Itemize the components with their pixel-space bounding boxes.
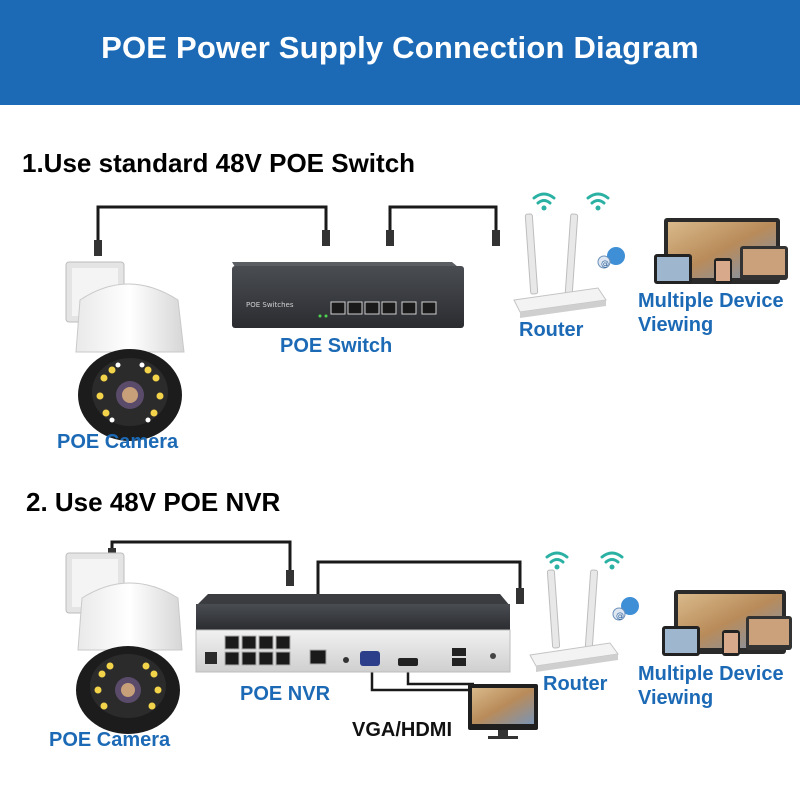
viewing-devices-2 — [662, 590, 792, 656]
poe-camera-1 — [65, 261, 185, 441]
viewing-label-2-line2: Viewing — [638, 687, 714, 709]
router-label-1: Router — [519, 319, 584, 341]
router-2 — [529, 569, 619, 672]
vga-hdmi-label: VGA/HDMI — [352, 719, 452, 741]
viewing-label-1-line2: Viewing — [638, 314, 714, 336]
internet-globe-icon: @ — [612, 597, 639, 621]
viewing-label-2: Multiple Device Viewing — [638, 662, 784, 710]
cable-plug — [94, 240, 102, 256]
poe-switch: POE Switches — [232, 262, 464, 328]
internet-globe-icon: @ — [597, 247, 625, 269]
viewing-label-2-line1: Multiple Device — [638, 663, 784, 685]
poe-camera-label-1: POE Camera — [57, 431, 179, 453]
cable-camera-to-nvr — [110, 540, 292, 578]
wifi-icon — [545, 551, 624, 564]
svg-text:@: @ — [616, 611, 624, 620]
cable-nvr-to-monitor — [370, 668, 474, 692]
section1-title: 1.Use standard 48V POE Switch — [22, 148, 416, 178]
poe-switch-label: POE Switch — [280, 335, 393, 357]
router-1 — [513, 213, 607, 318]
section2-title: 2. Use 48V POE NVR — [26, 487, 281, 517]
page-title: POE Power Supply Connection Diagram — [101, 30, 699, 65]
cable-plug — [492, 230, 500, 246]
cable-switch-to-router — [388, 205, 498, 240]
wifi-icon — [532, 192, 610, 205]
header-banner: POE Power Supply Connection Diagram — [0, 0, 800, 105]
viewing-devices-1 — [654, 218, 788, 284]
poe-nvr-label: POE NVR — [240, 683, 331, 705]
router-label-2: Router — [543, 673, 608, 695]
cable-plug — [322, 230, 330, 246]
svg-text:@: @ — [601, 259, 609, 268]
switch-brand-text: POE Switches — [246, 301, 294, 309]
cable-plug — [386, 230, 394, 246]
viewing-label-1: Multiple Device Viewing — [638, 289, 784, 337]
viewing-label-1-line1: Multiple Device — [638, 290, 784, 312]
poe-camera-label-2: POE Camera — [49, 729, 171, 751]
monitor — [468, 684, 538, 739]
poe-nvr — [195, 594, 511, 673]
cable-camera-to-switch — [96, 205, 328, 255]
poe-camera-2 — [65, 552, 183, 734]
